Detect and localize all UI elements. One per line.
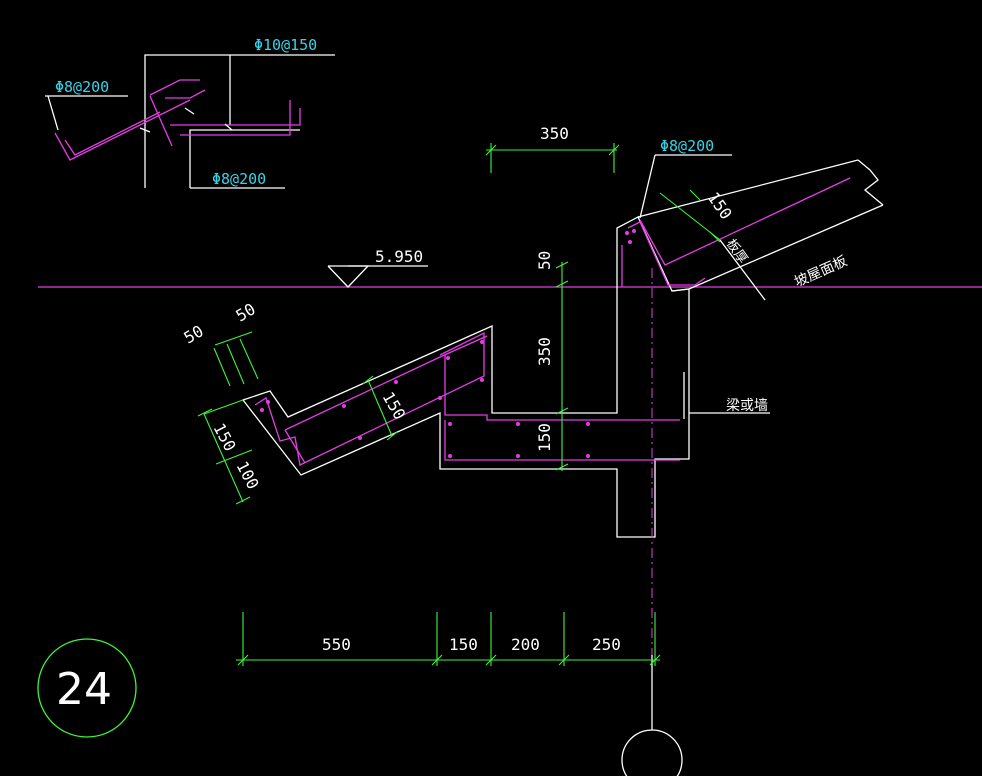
rebar-upstand-2 [627,221,706,286]
dim-bottom-250: 250 [592,635,621,654]
inset-label-top: Φ10@150 [254,36,317,54]
rebar-dot [480,340,484,344]
dim-tick [649,654,661,666]
slab-bottom-edge [688,204,884,290]
slab-thickness-label: 板厚 [723,237,750,267]
dim-tick [235,496,251,505]
inset-tick-2 [184,107,195,115]
dim-tick [555,280,569,288]
slab-joint [671,288,690,292]
inset-rebar-1 [54,99,191,161]
dim-tick [386,431,398,441]
rebar-dot [625,231,629,235]
dim-tick [709,231,721,243]
roof-slab-label: 坡屋面板 [792,253,850,290]
dim-bottom-200: 200 [511,635,540,654]
dim-tick [237,654,249,666]
dim-tick [485,654,497,666]
dim-ext [226,343,245,385]
rebar [254,177,851,466]
dim-bottom-150: 150 [449,635,478,654]
rebar-beam-top [444,355,680,421]
rebar-hook-left [284,429,306,464]
inset-rebar-7 [149,95,173,147]
inset-rebar-4 [165,89,206,99]
rebar-dot [480,378,484,382]
slab-top-edge [637,159,859,218]
dim-slab-left [367,379,393,437]
rebar-beam-bottom [444,420,680,461]
rebar-dot [448,422,452,426]
rebar-dot [586,454,590,458]
inset-rebar-6 [180,100,291,136]
dim-top-350: 350 [540,124,569,143]
detail-bubble-icon [37,638,137,738]
dim-tick [431,654,443,666]
dim-tick [555,261,569,269]
dim-tick [558,654,570,666]
dim-bottom-550: 550 [322,635,351,654]
elevation-marker-icon [327,265,370,288]
dim-slab-150-left: 150 [379,389,410,424]
inset-rebar-5 [170,108,301,126]
rebar-dot [516,454,520,458]
dim-slab-150-right: 150 [704,188,736,223]
rebar-dot [394,380,398,384]
rebar-dot [266,400,270,404]
slab-label-leader [719,239,766,301]
rebar-dot [260,408,264,412]
rebar-dot [628,240,632,244]
rebar-slab-top [639,177,851,266]
dim-line-50 [214,331,253,346]
dim-tick [555,407,569,415]
inset-tick-3 [224,123,233,131]
dim-tick [555,463,569,471]
concrete-section [241,159,884,776]
dim-line-left-vertical [203,413,244,503]
slab-break-icon [857,159,884,206]
rebar-dot [448,454,452,458]
dimensions: 350 50 350 150 150 板厚 坡屋面板 150 50 50 [181,124,850,666]
dim-tick [362,375,374,385]
dim-left-150: 150 [209,420,239,454]
dim-left-50b: 50 [233,299,259,325]
dim-tick [197,408,213,417]
rebar-label-right: Φ8@200 [660,137,714,155]
inset-label-left: Φ8@200 [55,78,109,96]
dim-tick [689,189,701,201]
rebar-dot [632,229,636,233]
inset-outline [189,129,300,188]
dim-left-50a: 50 [181,321,207,347]
elevation-value: 5.950 [375,247,423,266]
dim-ext [215,449,253,465]
dim-tick [485,144,497,156]
rebar-dot [342,404,346,408]
rebar-dot [446,356,450,360]
wall-label: 梁或墙 [726,398,768,414]
inset-tick-1 [139,127,151,133]
dim-v-350: 350 [535,337,554,366]
dim-tick [608,144,620,156]
inset-label-bottom: Φ8@200 [212,170,266,188]
dim-v-50: 50 [535,251,554,270]
rebar-sloped-top [284,335,488,431]
detail-number: 24 [56,664,112,715]
rebar-dot [516,422,520,426]
rebar-dot [358,436,362,440]
rebar-dot [438,396,442,400]
inset-rebar-2 [64,111,161,156]
rebar-dot [586,422,590,426]
leader-left-tail [47,95,59,131]
inset-rebar-3 [149,79,200,96]
inset-detail: Φ10@150 Φ8@200 Φ8@200 [45,36,335,189]
dim-ext [203,399,244,415]
dim-ext [213,347,231,387]
rebar-leader-right [639,154,656,219]
dim-ext [239,338,259,380]
axis-bubble-icon [621,729,683,776]
dim-v-150: 150 [535,423,554,452]
leader-top [144,54,335,188]
